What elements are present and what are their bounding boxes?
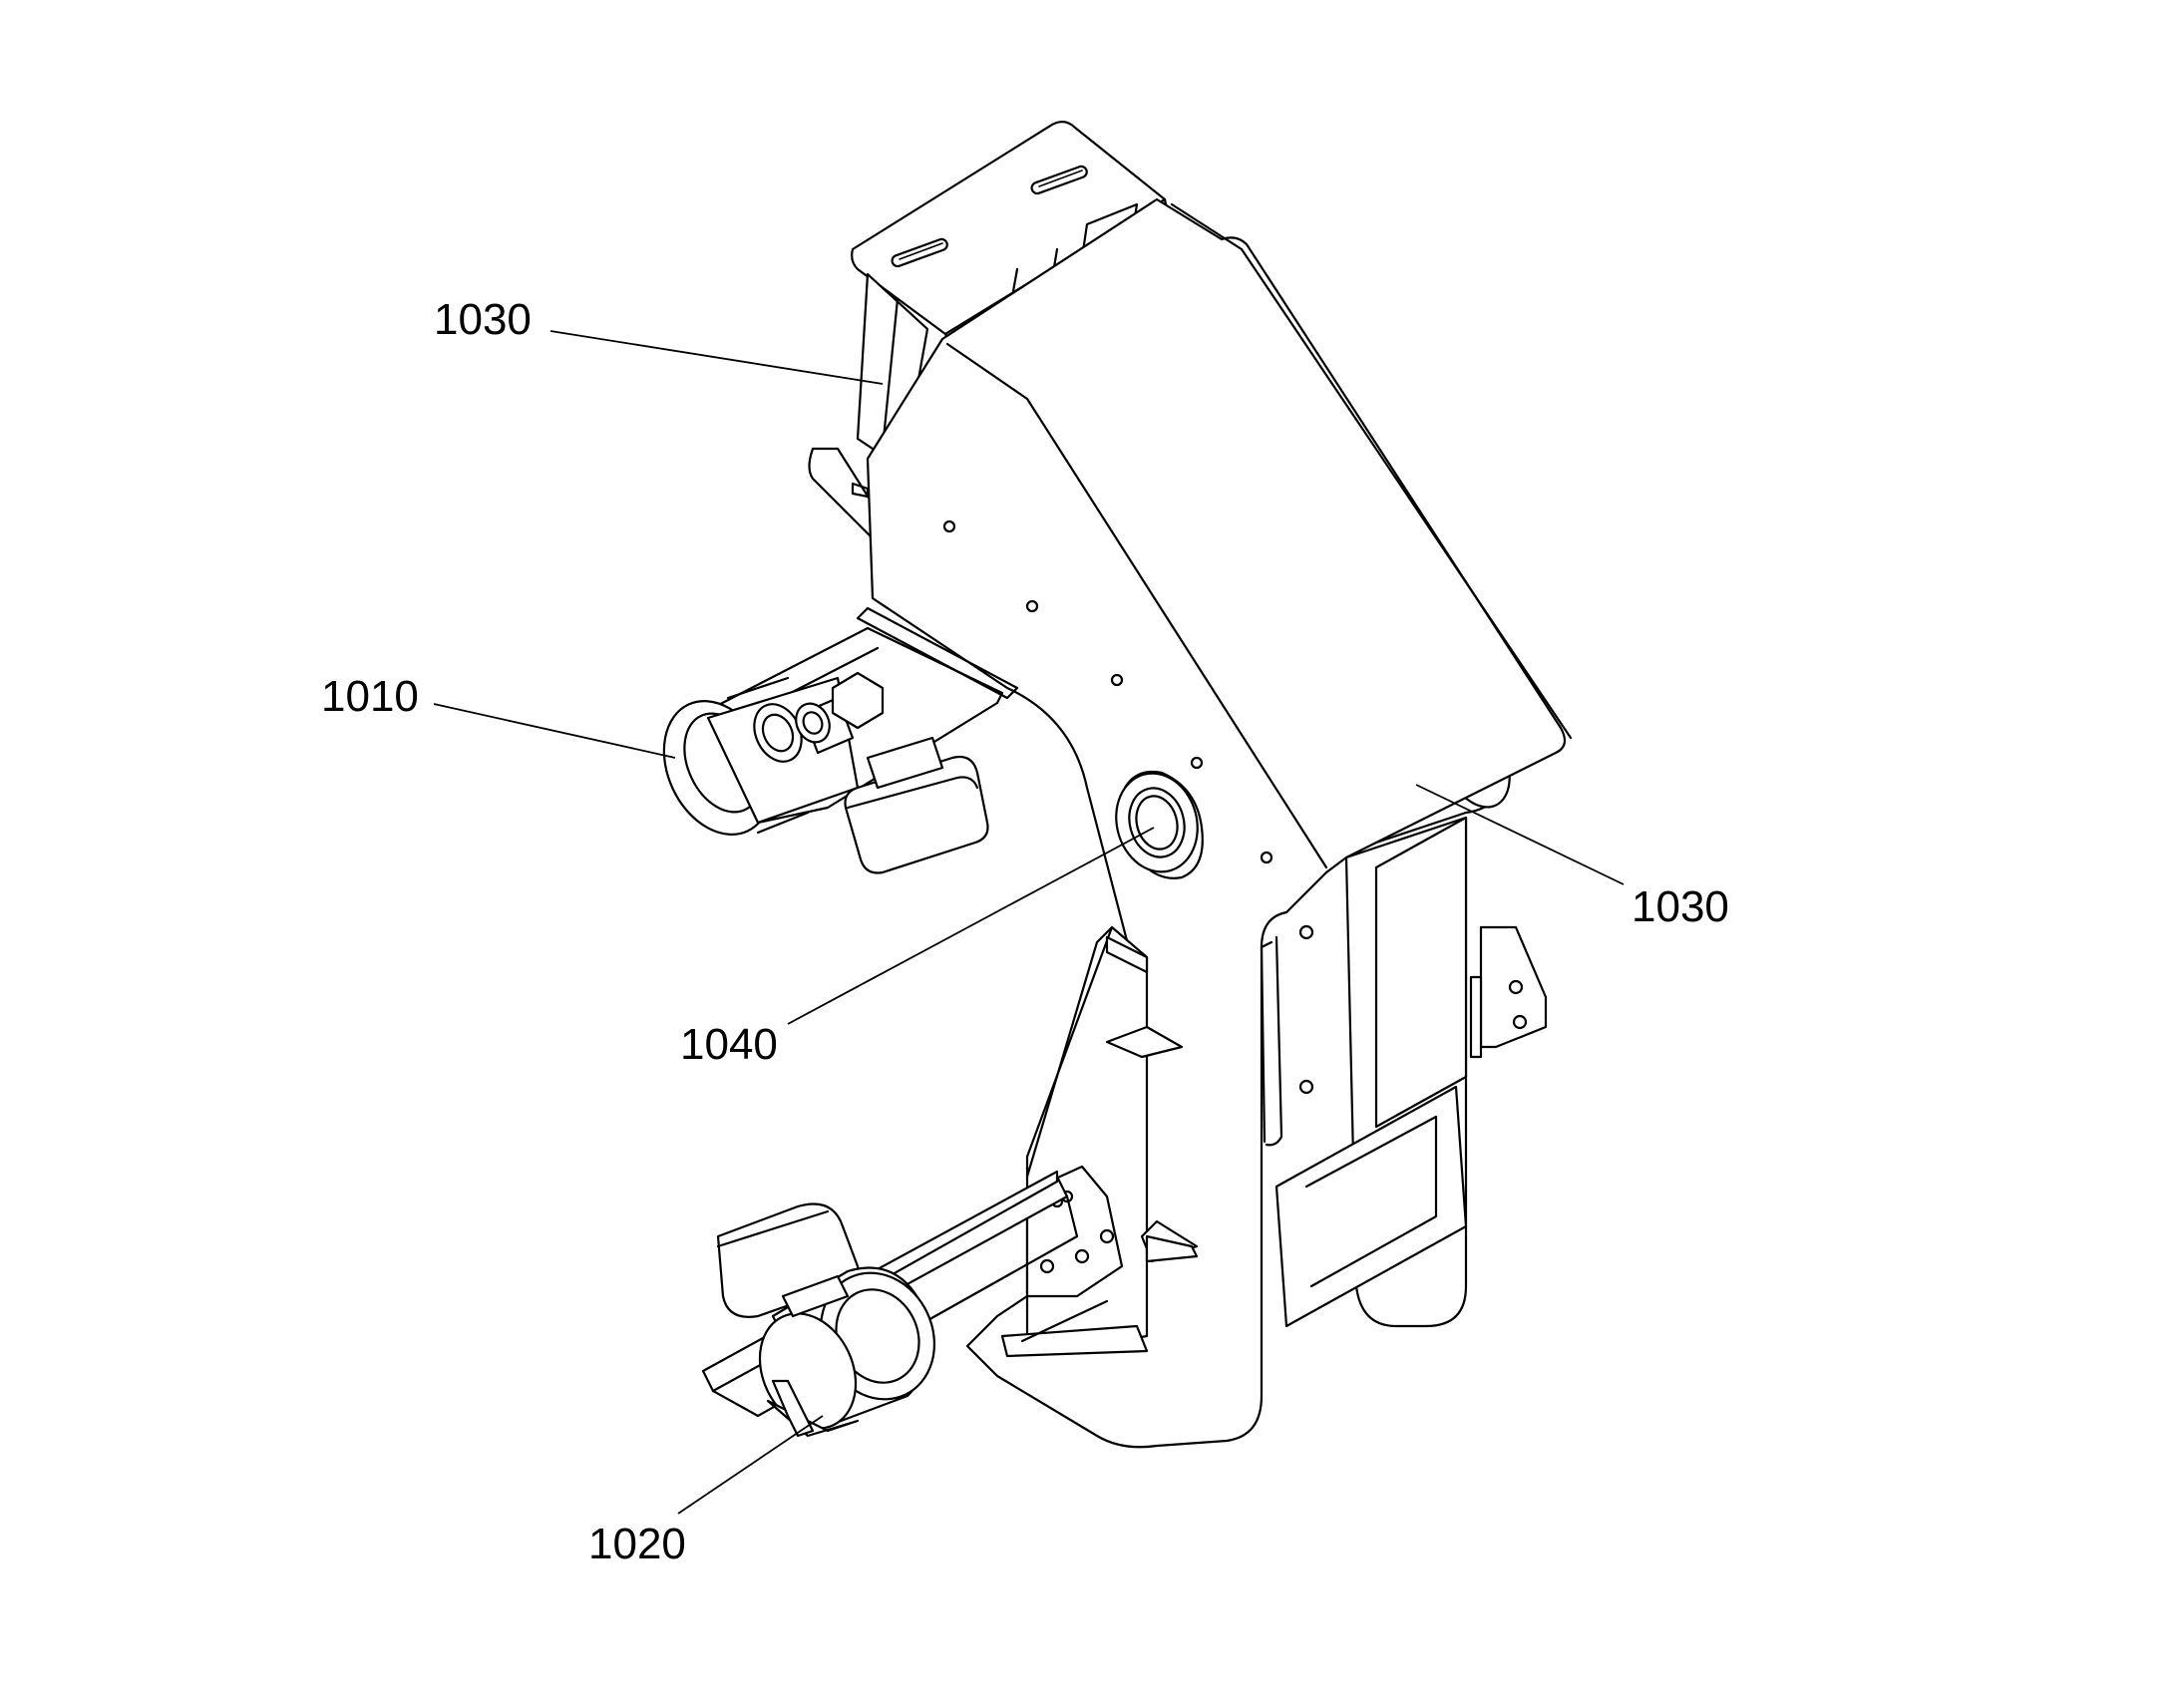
label-1040: 1040 (680, 1020, 778, 1069)
main-side-plate (866, 197, 1573, 1449)
label-1010: 1010 (321, 672, 419, 721)
label-1030-right: 1030 (1632, 882, 1729, 931)
leader-1030-top (549, 330, 884, 385)
label-1020: 1020 (588, 1520, 686, 1568)
bearing-housing (1115, 770, 1204, 879)
leader-1040 (787, 827, 1155, 1025)
rear-channel (1274, 816, 1548, 1328)
callout-labels: 1030 1010 1040 1030 1020 (321, 295, 1729, 1568)
label-1030-top: 1030 (434, 295, 532, 344)
leader-1030-right (1415, 784, 1625, 885)
leader-1020 (677, 1415, 824, 1515)
upper-idler-assembly (662, 606, 1019, 874)
leader-lines (433, 330, 1625, 1515)
leader-1010 (433, 703, 676, 759)
lower-gusset (1000, 925, 1199, 1358)
lower-idler-assembly (701, 1170, 1079, 1438)
